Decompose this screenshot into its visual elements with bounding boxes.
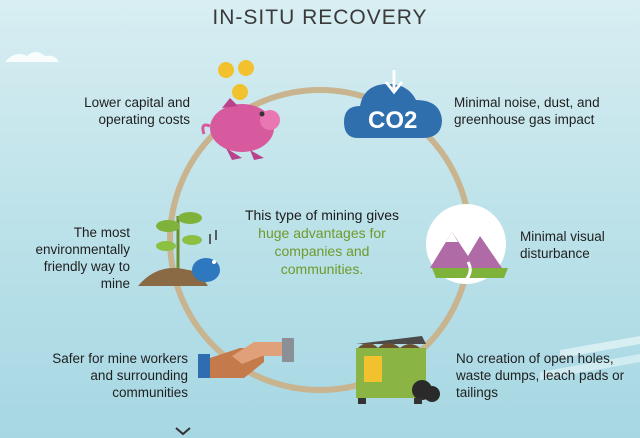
chevron-down-icon (175, 427, 191, 436)
handshake-icon (198, 338, 294, 378)
page-title: IN-SITU RECOVERY (212, 6, 428, 29)
co2-cloud-icon: CO2 (344, 70, 442, 138)
benefit-safer: Safer for mine workers and surrounding c… (52, 351, 188, 400)
center-text-1: This type of mining (244, 207, 363, 223)
plant-bird-icon (138, 212, 220, 286)
piggy-bank-icon (201, 60, 280, 160)
dumpster-icon (356, 336, 440, 404)
cloud-decoration (5, 52, 59, 62)
benefit-environmentally-friendly: The most environmentally friendly way to… (35, 225, 130, 291)
wave-decoration (540, 354, 640, 380)
wave-decoration (560, 336, 640, 358)
center-highlight: huge advantages for companies and commun… (258, 225, 386, 277)
benefit-minimal-visual: Minimal visual disturbance (520, 229, 605, 261)
co2-label: CO2 (368, 107, 417, 134)
center-message: This type of mining gives huge advantage… (232, 206, 412, 278)
benefit-lower-cost: Lower capital and operating costs (84, 95, 190, 127)
benefit-no-waste: No creation of open holes, waste dumps, … (456, 351, 625, 400)
mountains-icon (426, 204, 508, 284)
benefit-minimal-noise: Minimal noise, dust, and greenhouse gas … (454, 95, 600, 127)
center-text-2: gives (366, 207, 400, 223)
